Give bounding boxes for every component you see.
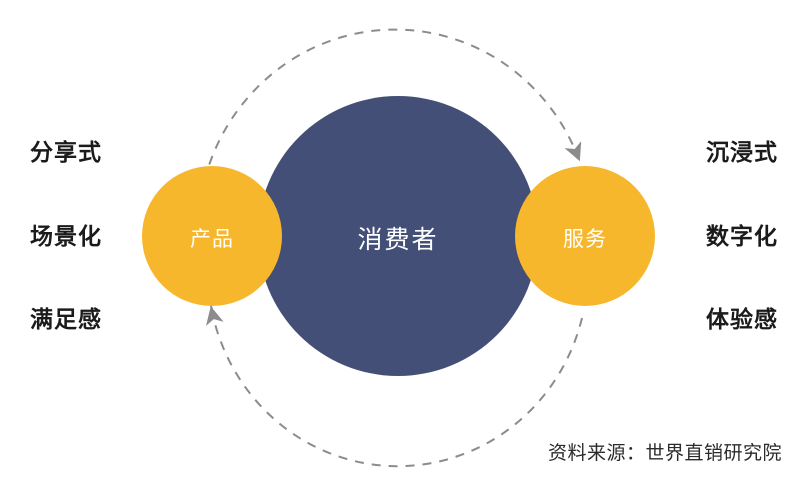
- center-circle-consumer: [258, 96, 538, 376]
- satellite-label-product: 产品: [190, 228, 234, 251]
- orbit-arc-clockwise: [196, 28, 582, 315]
- right-keyword-item-2: 数字化: [706, 222, 778, 249]
- source-attribution: 资料来源：世界直销研究院: [547, 443, 782, 464]
- left-keyword-item-3: 满足感: [30, 306, 102, 332]
- left-keyword-item-2: 场景化: [30, 222, 102, 249]
- satellite-circle-service: [515, 166, 655, 306]
- satellite-circle-product: [142, 166, 282, 306]
- satellite-label-service: 服务: [563, 228, 607, 251]
- right-keyword-list: 沉浸式 数字化 体验感: [706, 141, 778, 331]
- right-keyword-item-3: 体验感: [706, 306, 778, 332]
- right-keyword-item-1: 沉浸式: [706, 139, 778, 165]
- orbit-arc-counterclockwise: [206, 306, 583, 468]
- center-circle-label: 消费者: [357, 226, 439, 254]
- left-keyword-list: 分享式 场景化 满足感: [30, 141, 102, 331]
- left-keyword-item-1: 分享式: [30, 139, 102, 165]
